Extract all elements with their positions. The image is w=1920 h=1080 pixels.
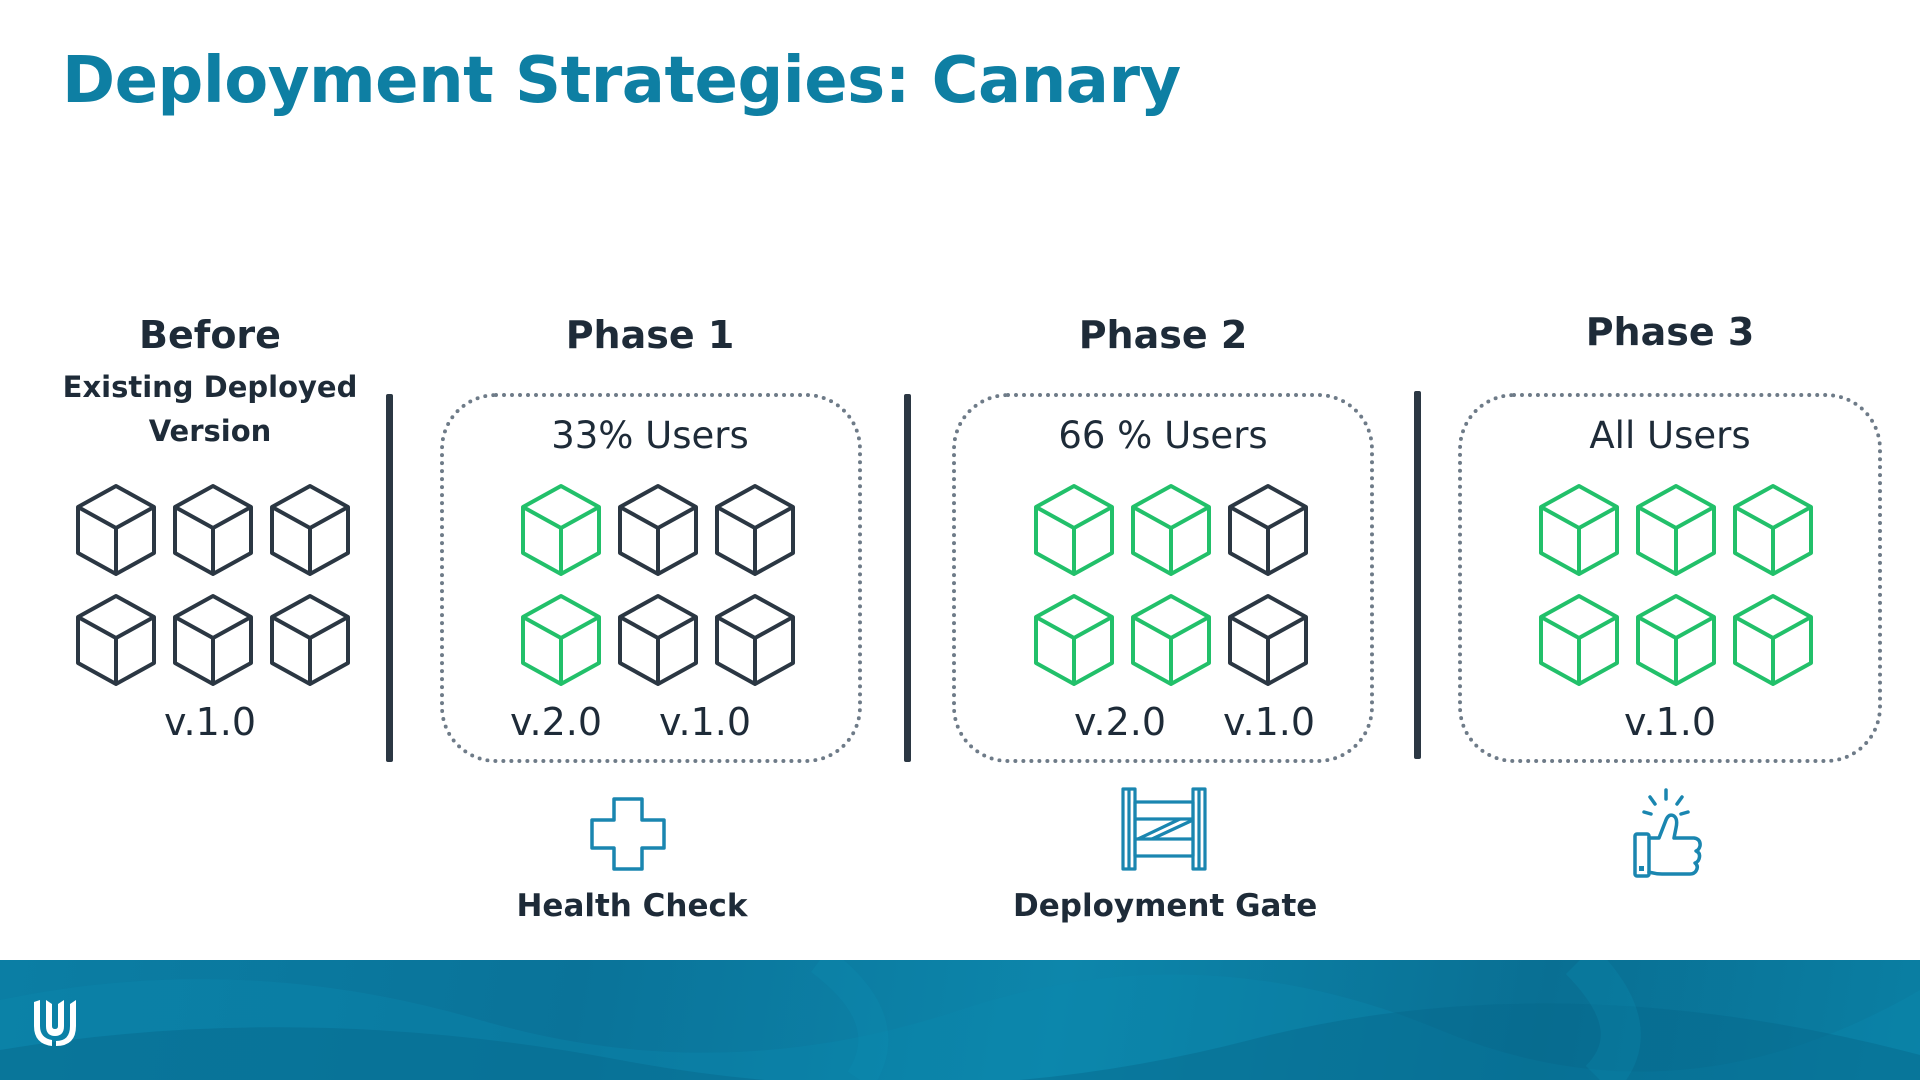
divider-1 [386, 394, 393, 762]
cube-old-version-icon [616, 482, 700, 578]
cube-old-version-icon [74, 482, 158, 578]
cube-new-version-icon [1537, 482, 1621, 578]
footer-wave-pattern [0, 960, 1920, 1080]
cube-old-version-icon [713, 482, 797, 578]
slide-title: Deployment Strategies: Canary [62, 44, 1181, 118]
cube-new-version-icon [519, 592, 603, 688]
divider-2 [904, 394, 911, 762]
phase-1-users-label: 33% Users [551, 414, 749, 457]
cube-old-version-icon [713, 592, 797, 688]
cube-old-version-icon [1226, 482, 1310, 578]
heading-phase-2: Phase 2 [1078, 313, 1248, 357]
footer-band [0, 960, 1920, 1080]
phase-2-box [952, 393, 1374, 763]
cube-new-version-icon [1032, 482, 1116, 578]
phase-3-version-label: v.1.0 [1623, 700, 1717, 744]
cube-new-version-icon [1731, 482, 1815, 578]
cube-old-version-icon [171, 592, 255, 688]
phase-1-version-old-label: v.1.0 [658, 700, 752, 744]
health-check-label: Health Check [516, 888, 748, 924]
cube-old-version-icon [616, 592, 700, 688]
heading-phase-3: Phase 3 [1585, 310, 1755, 354]
cube-new-version-icon [1537, 592, 1621, 688]
heading-before: Before [139, 313, 281, 357]
phase-3-users-label: All Users [1589, 414, 1751, 457]
cube-old-version-icon [268, 482, 352, 578]
cube-new-version-icon [1731, 592, 1815, 688]
udacity-logo-icon [34, 1000, 76, 1046]
deployment-gate-label: Deployment Gate [1013, 888, 1318, 924]
before-subheading: Existing Deployed Version [50, 365, 370, 453]
cube-new-version-icon [1129, 482, 1213, 578]
cube-new-version-icon [1129, 592, 1213, 688]
before-subheading-line-2: Version [148, 414, 272, 448]
thumbs-up-icon [1633, 788, 1702, 878]
cube-new-version-icon [519, 482, 603, 578]
cube-old-version-icon [268, 592, 352, 688]
cube-old-version-icon [1226, 592, 1310, 688]
phase-2-version-old-label: v.1.0 [1222, 700, 1316, 744]
phase-3-box [1458, 393, 1882, 763]
deployment-gate-icon [1121, 787, 1207, 871]
cube-new-version-icon [1032, 592, 1116, 688]
cube-old-version-icon [171, 482, 255, 578]
before-subheading-line-1: Existing Deployed [62, 370, 358, 404]
phase-2-users-label: 66 % Users [1058, 414, 1268, 457]
cube-new-version-icon [1634, 482, 1718, 578]
before-version-label: v.1.0 [163, 700, 257, 744]
heading-phase-1: Phase 1 [565, 313, 735, 357]
phase-2-version-new-label: v.2.0 [1073, 700, 1167, 744]
divider-3 [1414, 391, 1421, 759]
phase-1-box [440, 393, 862, 763]
cube-new-version-icon [1634, 592, 1718, 688]
phase-1-version-new-label: v.2.0 [509, 700, 603, 744]
health-check-cross-icon [590, 797, 666, 871]
cube-old-version-icon [74, 592, 158, 688]
